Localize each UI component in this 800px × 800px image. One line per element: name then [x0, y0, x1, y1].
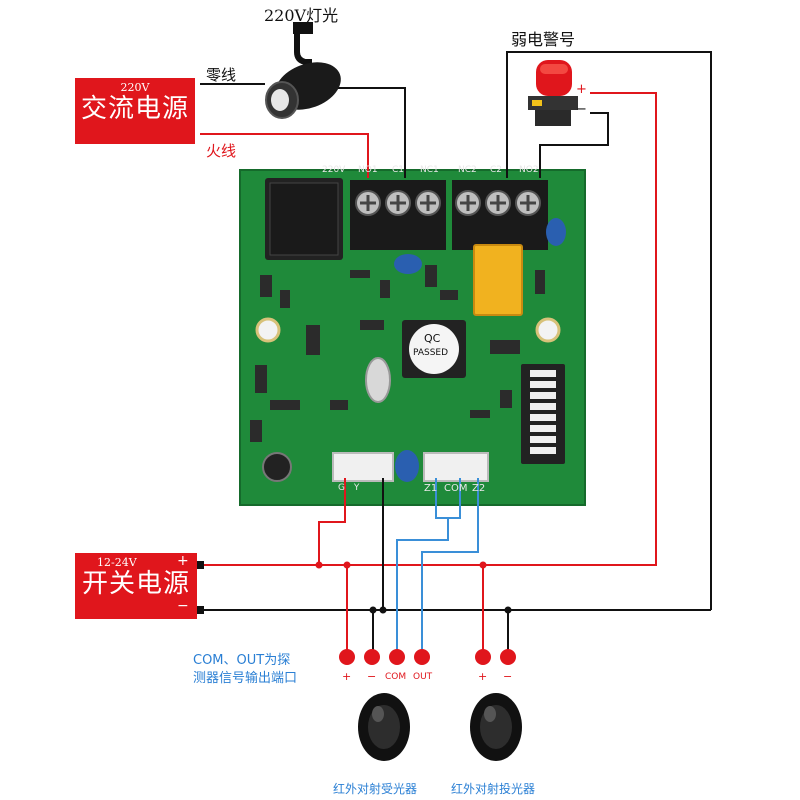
- sensor-terminals: [339, 649, 516, 665]
- port-label-z2: Z2: [472, 483, 486, 494]
- alarm-minus-label: −: [576, 102, 587, 117]
- electrolytic-capacitor: [262, 452, 292, 482]
- screw-terminals: [355, 190, 541, 216]
- terminal-com: COM: [385, 672, 407, 682]
- dc-minus-label: −: [177, 598, 189, 614]
- terminal-minus-receiver: −: [367, 670, 377, 683]
- terminal-label-nc2: NC2: [458, 165, 477, 175]
- terminal-plus-transmitter: +: [478, 670, 488, 683]
- terminal-plus-receiver: +: [342, 670, 352, 683]
- ir-transmitter: [470, 693, 522, 761]
- signal-relay: [473, 244, 523, 316]
- ac-source-name: 交流电源: [80, 94, 189, 124]
- terminal-label-c1: C1: [392, 165, 405, 175]
- port-label-com: COM: [444, 483, 468, 494]
- sensor-connector-left: [332, 452, 394, 482]
- spotlight-lamp: [265, 22, 341, 119]
- capacitor: [395, 450, 419, 482]
- alarm-siren: [528, 60, 578, 126]
- ac-power-source: 220V 交流电源: [75, 78, 195, 144]
- crystal: [365, 357, 391, 403]
- alarm-label: 弱电警号: [511, 30, 576, 49]
- port-note-line1: COM、OUT为探: [193, 653, 291, 668]
- dc-plus-label: +: [177, 553, 189, 569]
- capacitor: [546, 218, 566, 246]
- dc-power-source: 12-24V 开关电源: [75, 553, 197, 619]
- sensor-connector-right: [423, 452, 489, 482]
- port-label-z1: Z1: [424, 483, 438, 494]
- capacitor: [394, 254, 422, 274]
- terminal-minus-transmitter: −: [503, 670, 513, 683]
- port-note-line2: 测器信号输出端口: [193, 671, 298, 686]
- terminal-label-no1: NO1: [358, 165, 378, 175]
- transmitter-label: 红外对射投光器: [451, 782, 536, 796]
- terminal-out: OUT: [413, 672, 433, 682]
- dc-voltage: 12-24V: [97, 556, 137, 569]
- dc-source-name: 开关电源: [81, 569, 190, 599]
- lamp-label: 220V灯光: [264, 6, 339, 25]
- neutral-wire-label: 零线: [206, 66, 237, 84]
- ir-receiver: [358, 693, 410, 761]
- wires: [200, 51, 712, 652]
- chip-passed-text: PASSED: [413, 348, 449, 358]
- ac-voltage: 220V: [120, 81, 150, 94]
- receiver-label: 红外对射受光器: [333, 782, 418, 796]
- port-label-gy: G Y: [338, 483, 363, 493]
- terminal-label-no2: NO2: [519, 165, 539, 175]
- junctions: [315, 561, 512, 614]
- terminal-label-220v: 220V: [322, 165, 346, 175]
- alarm-plus-label: +: [576, 82, 587, 97]
- chip-qc-text: QC: [424, 332, 441, 345]
- live-wire-label: 火线: [206, 142, 237, 160]
- terminal-label-nc1: NC1: [420, 165, 439, 175]
- terminal-label-c2: C2: [490, 165, 503, 175]
